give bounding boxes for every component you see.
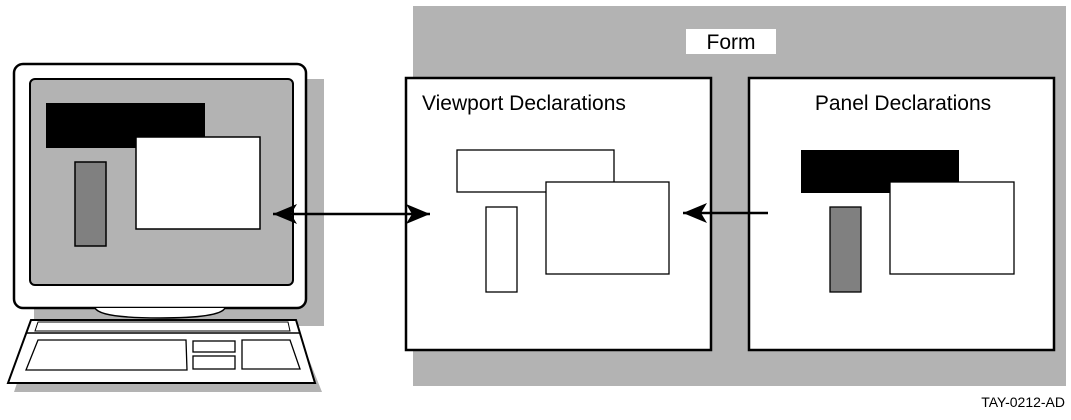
viewport-box-title: Viewport Declarations (422, 92, 626, 115)
keyboard-main-keys (25, 339, 188, 371)
computer-terminal-icon (6, 62, 324, 392)
viewport-tall-rect (485, 206, 518, 293)
form-label-box (686, 29, 776, 54)
screen-gray-bar (74, 161, 107, 247)
figure-id: TAY-0212-AD (981, 394, 1065, 410)
form-label: Form (707, 31, 756, 54)
monitor-stand (94, 307, 226, 319)
panel-gray-bar (829, 206, 862, 293)
viewport-window-rect (545, 181, 670, 275)
panel-window-rect (889, 181, 1015, 275)
keyboard-numpad (241, 339, 301, 370)
keyboard-function-row (34, 321, 291, 332)
screen-window (135, 136, 261, 230)
keyboard-key (192, 355, 236, 370)
panel-box-title: Panel Declarations (815, 92, 991, 115)
panel-declarations-box: Panel Declarations (747, 76, 1056, 352)
viewport-declarations-box: Viewport Declarations (404, 76, 713, 352)
keyboard-key (192, 340, 236, 353)
